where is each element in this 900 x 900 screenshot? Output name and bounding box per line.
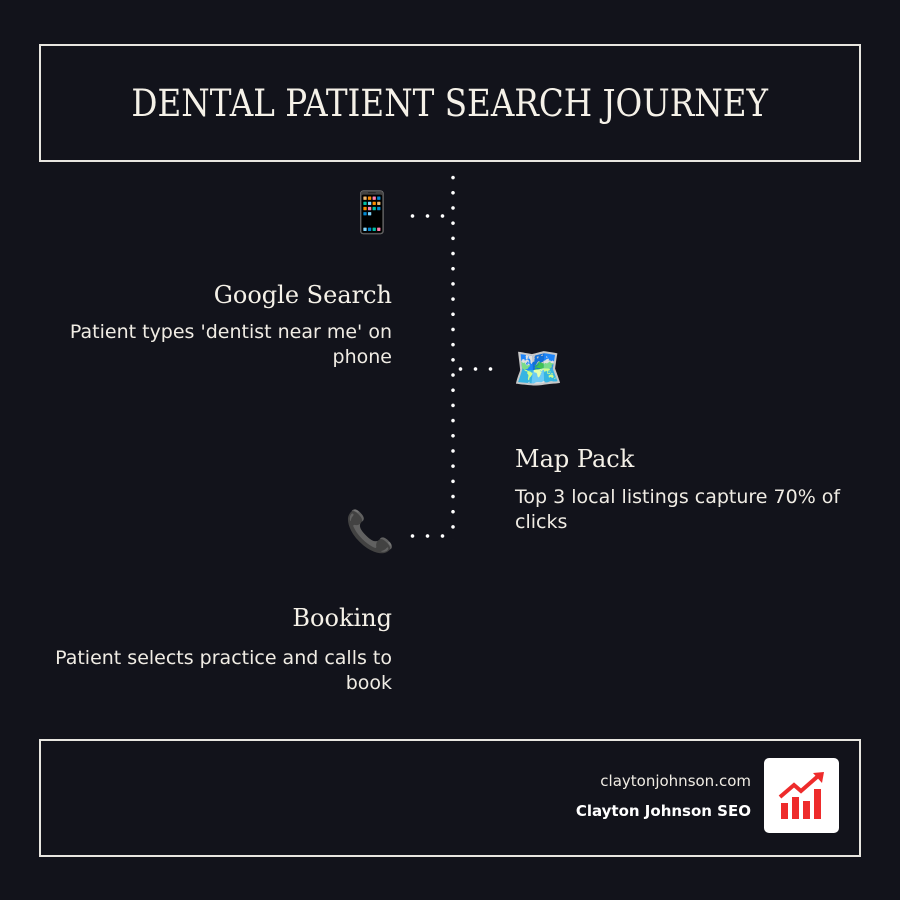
growth-chart-icon [778,771,824,819]
timeline-vertical-connector [451,170,455,540]
connector-step-2 [453,367,501,371]
connector-step-3 [405,534,453,538]
connector-step-1 [405,214,453,218]
title-banner: DENTAL PATIENT SEARCH JOURNEY [39,44,861,162]
mobile-phone-icon: 📱 [347,190,397,236]
step-desc-map-pack: Top 3 local listings capture 70% of clic… [515,486,841,533]
footer-banner: claytonjohnson.com Clayton Johnson SEO [39,739,861,857]
footer-url[interactable]: claytonjohnson.com [600,772,751,790]
step-title-map-pack: Map Pack [515,445,635,473]
step-title-google-search: Google Search [213,281,392,309]
page-title: DENTAL PATIENT SEARCH JOURNEY [131,81,769,125]
footer-brand-name: Clayton Johnson SEO [575,802,751,820]
step-desc-google-search: Patient types 'dentist near me' on phone [69,321,392,368]
world-map-icon: 🗺️ [513,346,563,392]
brand-logo [764,758,839,833]
telephone-receiver-icon: 📞 [345,509,395,555]
step-desc-booking: Patient selects practice and calls to bo… [55,647,392,694]
step-title-booking: Booking [292,604,392,632]
